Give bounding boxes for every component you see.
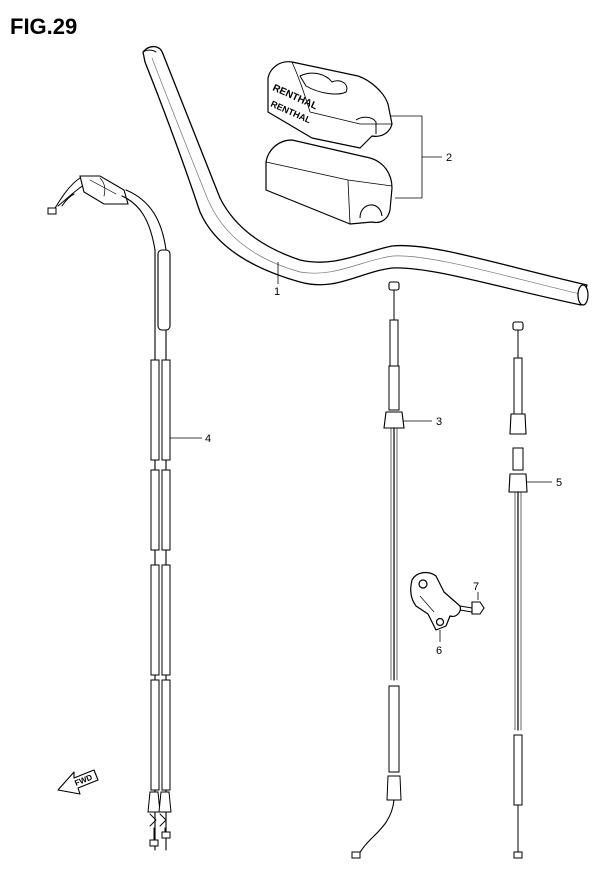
part-2-bracket (390, 115, 442, 199)
fwd-arrow-icon: FWD (57, 769, 99, 795)
handlebar (142, 45, 589, 306)
bar-pad-foam (265, 139, 393, 225)
part-number-1: 1 (274, 286, 280, 298)
clutch-cable (351, 281, 405, 859)
hot-start-cable (508, 321, 528, 859)
part-number-6: 6 (436, 645, 442, 657)
lever-holder-bracket (410, 571, 461, 631)
part-number-5: 5 (556, 477, 562, 489)
part-number-7: 7 (473, 581, 479, 593)
part-number-2: 2 (446, 152, 452, 164)
figure-title: FIG.29 (10, 14, 78, 39)
part-number-4: 4 (205, 433, 211, 445)
throttle-cable-assembly (47, 175, 172, 851)
bar-pad-cover (267, 61, 393, 149)
part-number-3: 3 (436, 416, 442, 428)
bolt (459, 601, 485, 615)
